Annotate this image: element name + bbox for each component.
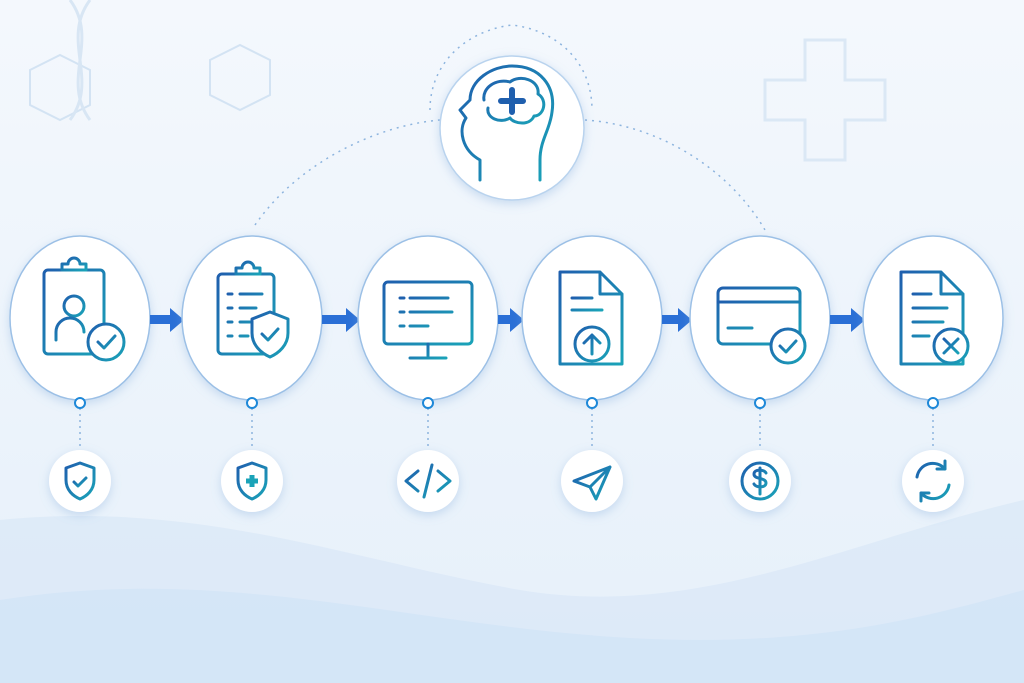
clipboard-patient-check-icon [42, 256, 126, 362]
medical-cross-icon [763, 38, 887, 162]
shield-plus-icon [236, 461, 268, 501]
sub-node [561, 450, 623, 512]
workflow-step [181, 235, 323, 512]
wave-background-2 [0, 588, 1024, 683]
paper-plane-icon [572, 465, 612, 501]
connector-dot [754, 397, 766, 409]
step-node [689, 235, 831, 401]
workflow-step [9, 235, 151, 512]
hub-node [439, 55, 585, 201]
step-node [521, 235, 663, 401]
workflow-step [357, 235, 499, 512]
refresh-cycle-icon [915, 459, 951, 503]
monitor-list-icon [382, 280, 474, 360]
connector-dot [586, 397, 598, 409]
document-upload-icon [558, 270, 624, 366]
arrow-right-icon [662, 308, 692, 332]
connector-dot [927, 397, 939, 409]
step-node [862, 235, 1004, 401]
connector-dot [422, 397, 434, 409]
step-node [357, 235, 499, 401]
arrow-right-icon [498, 308, 524, 332]
code-icon [404, 463, 452, 499]
connector-dot [74, 397, 86, 409]
document-reject-icon [899, 270, 970, 366]
connector-arc-left [254, 119, 441, 226]
dna-icon [68, 0, 92, 121]
sub-node [49, 450, 111, 512]
brain-medical-cross-head-icon [458, 64, 555, 182]
decorative-hexagons [29, 43, 271, 122]
workflow-step [862, 235, 1004, 512]
arrow-right-icon [150, 308, 184, 332]
workflow-step [521, 235, 663, 512]
connector-dot [246, 397, 258, 409]
workflow-step [689, 235, 831, 512]
arrow-right-icon [830, 308, 865, 332]
dollar-coin-icon [740, 461, 780, 501]
sub-node [902, 450, 964, 512]
credit-card-check-icon [716, 286, 807, 365]
arrow-right-icon [322, 308, 360, 332]
shield-check-icon [64, 461, 96, 501]
clipboard-shield-check-icon [216, 260, 290, 359]
connector-arc-right [584, 119, 766, 231]
